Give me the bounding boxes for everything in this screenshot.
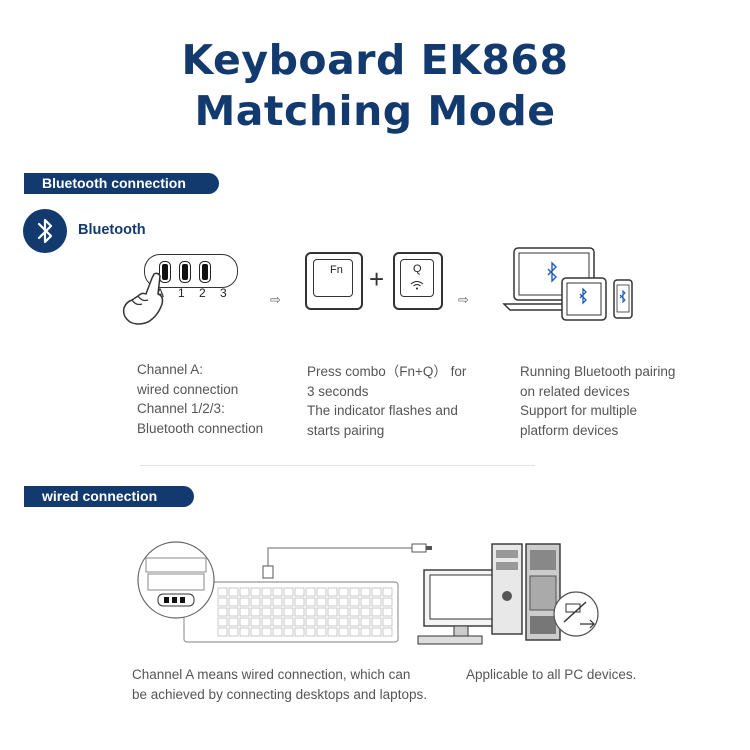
bluetooth-icon bbox=[23, 209, 67, 253]
q-key-label: Q bbox=[413, 263, 422, 275]
tablet-icon bbox=[561, 277, 607, 321]
step-1-description: Channel A: wired connection Channel 1/2/… bbox=[137, 362, 264, 436]
wired-connection-header: wired connection bbox=[24, 486, 194, 507]
page-title-line2: Matching Mode bbox=[194, 87, 556, 135]
devices-illustration bbox=[502, 247, 633, 321]
switch-label-a: A bbox=[156, 286, 165, 300]
switch-label-2: 2 bbox=[199, 286, 206, 300]
bluetooth-connection-header: Bluetooth connection bbox=[24, 173, 219, 194]
section-divider bbox=[140, 465, 535, 466]
channel-switch bbox=[144, 254, 238, 288]
hand-icon bbox=[122, 272, 164, 325]
desktop-pc-icon bbox=[417, 543, 599, 645]
fn-key-label: Fn bbox=[330, 264, 343, 276]
arrow-icon-2: ⇨ bbox=[458, 292, 469, 307]
switch-label-3: 3 bbox=[220, 286, 227, 300]
step-2-description: Press combo（Fn+Q） for 3 seconds The indi… bbox=[307, 364, 467, 438]
pc-devices-caption: Applicable to all PC devices. bbox=[466, 667, 637, 682]
wired-connection-header-label: wired connection bbox=[42, 488, 158, 504]
fn-key: Fn bbox=[305, 252, 363, 310]
plus-sign: + bbox=[369, 264, 385, 294]
bluetooth-mode-label: Bluetooth bbox=[78, 222, 146, 238]
wired-caption: Channel A means wired connection, which … bbox=[132, 667, 427, 702]
bluetooth-connection-header-label: Bluetooth connection bbox=[42, 175, 186, 191]
keyboard-icon bbox=[137, 541, 432, 643]
q-key: Q bbox=[393, 252, 443, 310]
wireless-icon bbox=[410, 281, 424, 290]
page-title-line1: Keyboard EK868 bbox=[181, 36, 569, 84]
step-3-description: Running Bluetooth pairing on related dev… bbox=[520, 364, 676, 438]
phone-icon bbox=[613, 279, 633, 319]
arrow-icon-1: ⇨ bbox=[270, 292, 281, 307]
switch-label-1: 1 bbox=[178, 286, 185, 300]
usb-icon bbox=[580, 619, 595, 629]
